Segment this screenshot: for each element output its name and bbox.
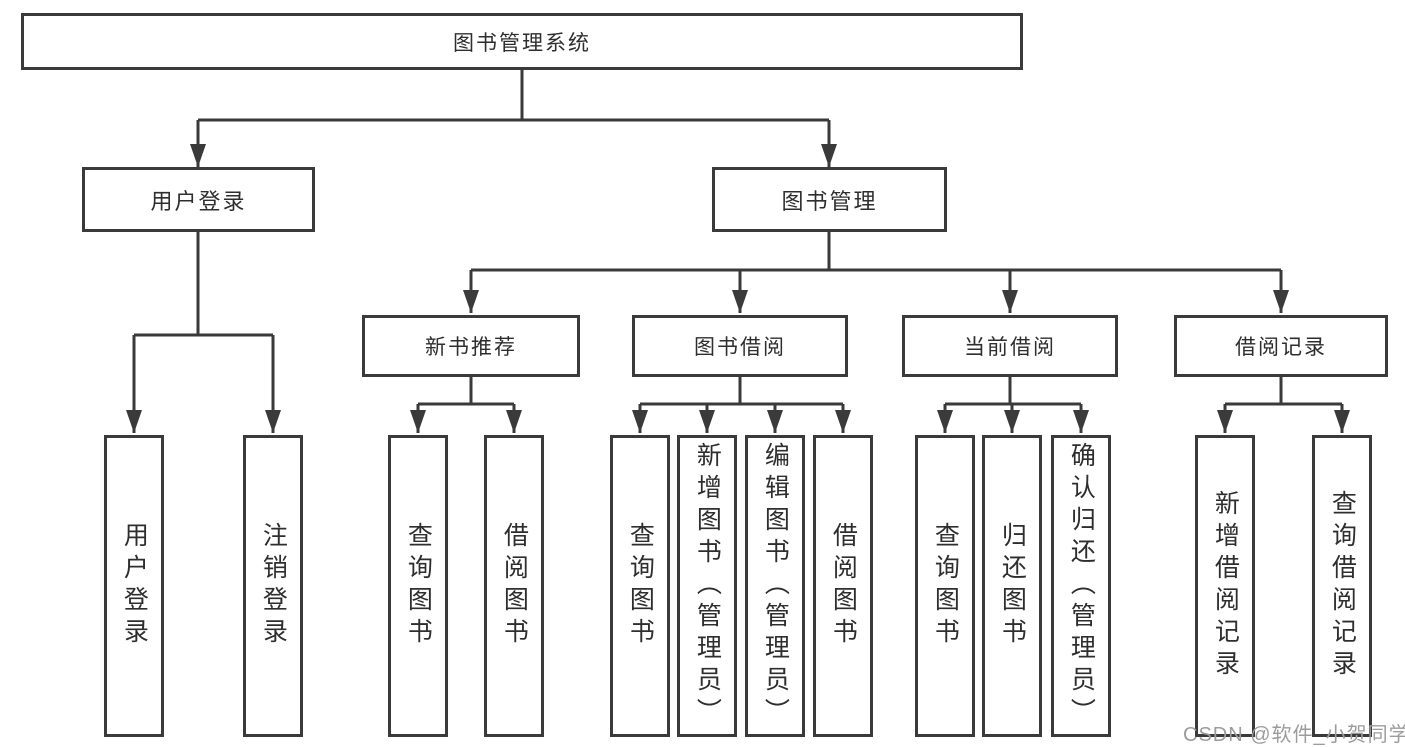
node-borrow-records: 借阅记录 <box>1174 315 1388 377</box>
node-label: 用户登录 <box>120 522 149 650</box>
node-label: 编辑图书（管理员） <box>761 442 790 730</box>
connector-current-borrow-children <box>937 377 1089 433</box>
node-label: 查询图书 <box>404 522 433 650</box>
leaf-add-books-admin: 新增图书（管理员） <box>677 435 737 737</box>
leaf-borrow-books: 借阅图书 <box>813 435 873 737</box>
node-user-login: 用户登录 <box>82 167 315 232</box>
node-label: 查询图书 <box>931 522 960 650</box>
csdn-watermark: CSDN @软件_小贺同学 <box>1183 724 1405 746</box>
node-label: 借阅记录 <box>1235 336 1327 359</box>
node-label: 新书推荐 <box>425 336 517 359</box>
node-label: 查询图书 <box>626 522 655 650</box>
node-new-book-recommend: 新书推荐 <box>362 315 580 377</box>
node-label: 新增借阅记录 <box>1211 490 1240 682</box>
connector-book-management-children <box>463 232 1289 313</box>
node-label: 注销登录 <box>259 522 288 650</box>
node-label: 当前借阅 <box>964 336 1056 359</box>
node-label: 图书借阅 <box>694 336 786 359</box>
leaf-confirm-return-admin: 确认归还（管理员） <box>1051 435 1111 737</box>
node-label: 图书管理 <box>781 188 878 214</box>
connector-borrow-records-children <box>1217 377 1350 433</box>
node-library-management-system: 图书管理系统 <box>21 13 1023 70</box>
leaf-query-borrow-record: 查询借阅记录 <box>1312 435 1372 737</box>
node-label: 用户登录 <box>150 188 247 214</box>
leaf-borrow-books-recommend: 借阅图书 <box>484 435 544 737</box>
leaf-return-books: 归还图书 <box>982 435 1042 737</box>
node-label: 图书管理系统 <box>453 31 591 55</box>
node-label: 归还图书 <box>998 522 1027 650</box>
leaf-add-borrow-record: 新增借阅记录 <box>1195 435 1255 737</box>
leaf-query-books-current: 查询图书 <box>915 435 975 737</box>
node-label: 查询借阅记录 <box>1328 490 1357 682</box>
node-label: 新增图书（管理员） <box>693 442 722 730</box>
node-current-borrow: 当前借阅 <box>902 315 1118 377</box>
node-label: 借阅图书 <box>500 522 529 650</box>
leaf-edit-books-admin: 编辑图书（管理员） <box>745 435 805 737</box>
node-label: 确认归还（管理员） <box>1067 442 1096 730</box>
connector-new-book-recommend-children <box>410 377 522 433</box>
node-book-borrow: 图书借阅 <box>632 315 848 377</box>
connector-user-login-children <box>126 232 281 433</box>
leaf-query-books-borrow: 查询图书 <box>610 435 670 737</box>
node-book-management: 图书管理 <box>712 167 947 232</box>
connector-root-to-level1 <box>190 70 837 167</box>
leaf-query-books-recommend: 查询图书 <box>388 435 448 737</box>
leaf-user-login: 用户登录 <box>104 435 164 737</box>
leaf-logout: 注销登录 <box>243 435 303 737</box>
connector-book-borrow-children <box>632 377 851 433</box>
node-label: 借阅图书 <box>829 522 858 650</box>
